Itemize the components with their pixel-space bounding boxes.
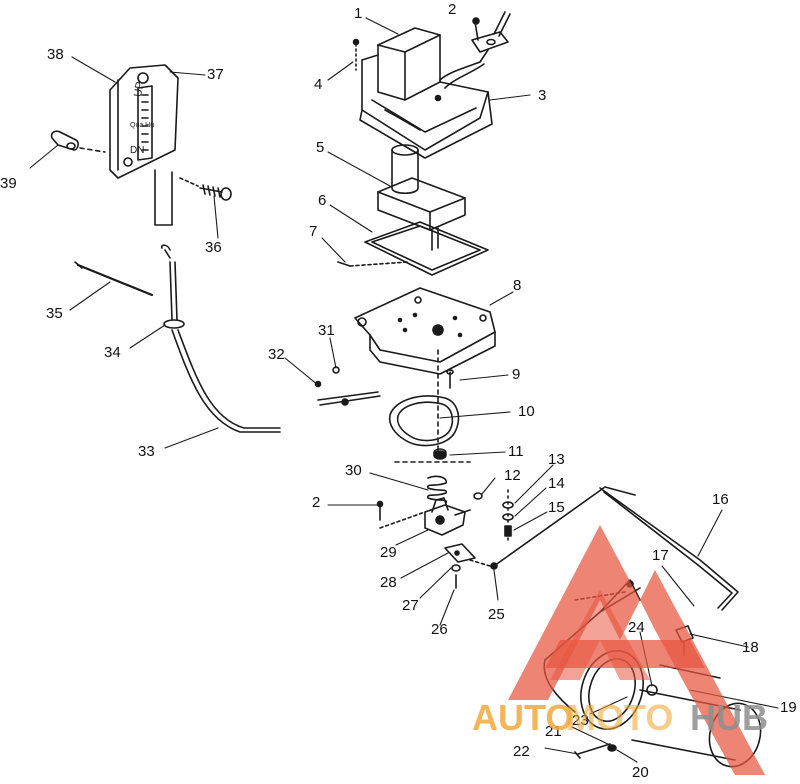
valve-body-part-29 xyxy=(424,497,471,536)
rod-part-7 xyxy=(337,261,409,267)
callout-30: 30 xyxy=(345,462,362,479)
callout-25: 25 xyxy=(488,606,505,623)
callout-16: 16 xyxy=(712,491,729,508)
callout-26: 26 xyxy=(431,621,448,638)
callout-10: 10 xyxy=(518,403,535,420)
plate-label-mid: Qua Hu xyxy=(130,122,155,129)
watermark-text-moto: MOTO xyxy=(566,697,674,738)
knob-part-39 xyxy=(50,130,106,153)
callout-22: 22 xyxy=(513,743,530,760)
callout-35: 35 xyxy=(46,305,63,322)
callout-31: 31 xyxy=(318,322,335,339)
callout-14: 14 xyxy=(548,475,565,492)
screw-part-2-lower xyxy=(376,500,426,529)
cable-part-33-35 xyxy=(74,244,281,433)
callout-4: 4 xyxy=(314,76,323,93)
callout-5: 5 xyxy=(316,139,325,156)
callout-21: 21 xyxy=(545,723,562,740)
top-cover-part-1-3 xyxy=(359,27,493,159)
washer-part-12 xyxy=(473,492,483,500)
callout-37: 37 xyxy=(207,66,224,83)
hardware-stack-13-15 xyxy=(502,489,514,541)
callout-36: 36 xyxy=(205,239,222,256)
callout-17: 17 xyxy=(652,547,669,564)
screw-part-2 xyxy=(471,11,511,53)
callout-27: 27 xyxy=(402,597,419,614)
callout-2-top: 2 xyxy=(448,1,457,18)
spring-part-30 xyxy=(426,475,448,504)
callout-3: 3 xyxy=(538,87,547,104)
bolts-21-22 xyxy=(574,743,617,759)
callout-1: 1 xyxy=(354,5,363,22)
callout-32: 32 xyxy=(268,346,285,363)
callout-29: 29 xyxy=(380,544,397,561)
leader-lines xyxy=(29,17,779,763)
callout-24: 24 xyxy=(628,619,645,636)
gasket-part-6 xyxy=(364,221,489,276)
housing-plate-part-8 xyxy=(354,287,496,375)
callout-2-lower: 2 xyxy=(312,494,321,511)
callout-34: 34 xyxy=(104,344,121,361)
callout-7: 7 xyxy=(309,223,318,240)
callout-13: 13 xyxy=(548,451,565,468)
callout-9: 9 xyxy=(512,366,521,383)
callout-38: 38 xyxy=(47,46,64,63)
callout-28: 28 xyxy=(380,574,397,591)
callout-23: 23 xyxy=(572,712,589,729)
callout-8: 8 xyxy=(513,277,522,294)
callout-11: 11 xyxy=(508,443,524,460)
watermark-text-auto: AUTO xyxy=(472,697,574,738)
plate-label-dn: DN xyxy=(130,145,145,156)
callout-19: 19 xyxy=(780,699,797,716)
callout-33: 33 xyxy=(138,443,155,460)
callout-15: 15 xyxy=(548,499,565,516)
screw-part-9 xyxy=(446,369,454,389)
pin-part-4 xyxy=(352,38,360,71)
throttle-rod-part-16 xyxy=(493,486,739,611)
callout-12: 12 xyxy=(504,467,521,484)
plunger-block-part-5 xyxy=(377,144,466,251)
callout-39: 39 xyxy=(0,175,17,192)
linkage-parts-25-28 xyxy=(444,543,498,589)
clip-parts-31-32 xyxy=(314,366,381,406)
watermark-triangles xyxy=(508,525,765,775)
callout-18: 18 xyxy=(742,639,759,656)
diaphragm-part-10 xyxy=(388,395,460,447)
selector-plate-part-37-38 xyxy=(109,64,179,226)
watermark-text-hub: HUB xyxy=(690,697,768,738)
bolt-part-36 xyxy=(179,177,232,201)
callout-20: 20 xyxy=(632,764,649,781)
seal-part-11 xyxy=(433,448,447,460)
callout-6: 6 xyxy=(318,192,327,209)
